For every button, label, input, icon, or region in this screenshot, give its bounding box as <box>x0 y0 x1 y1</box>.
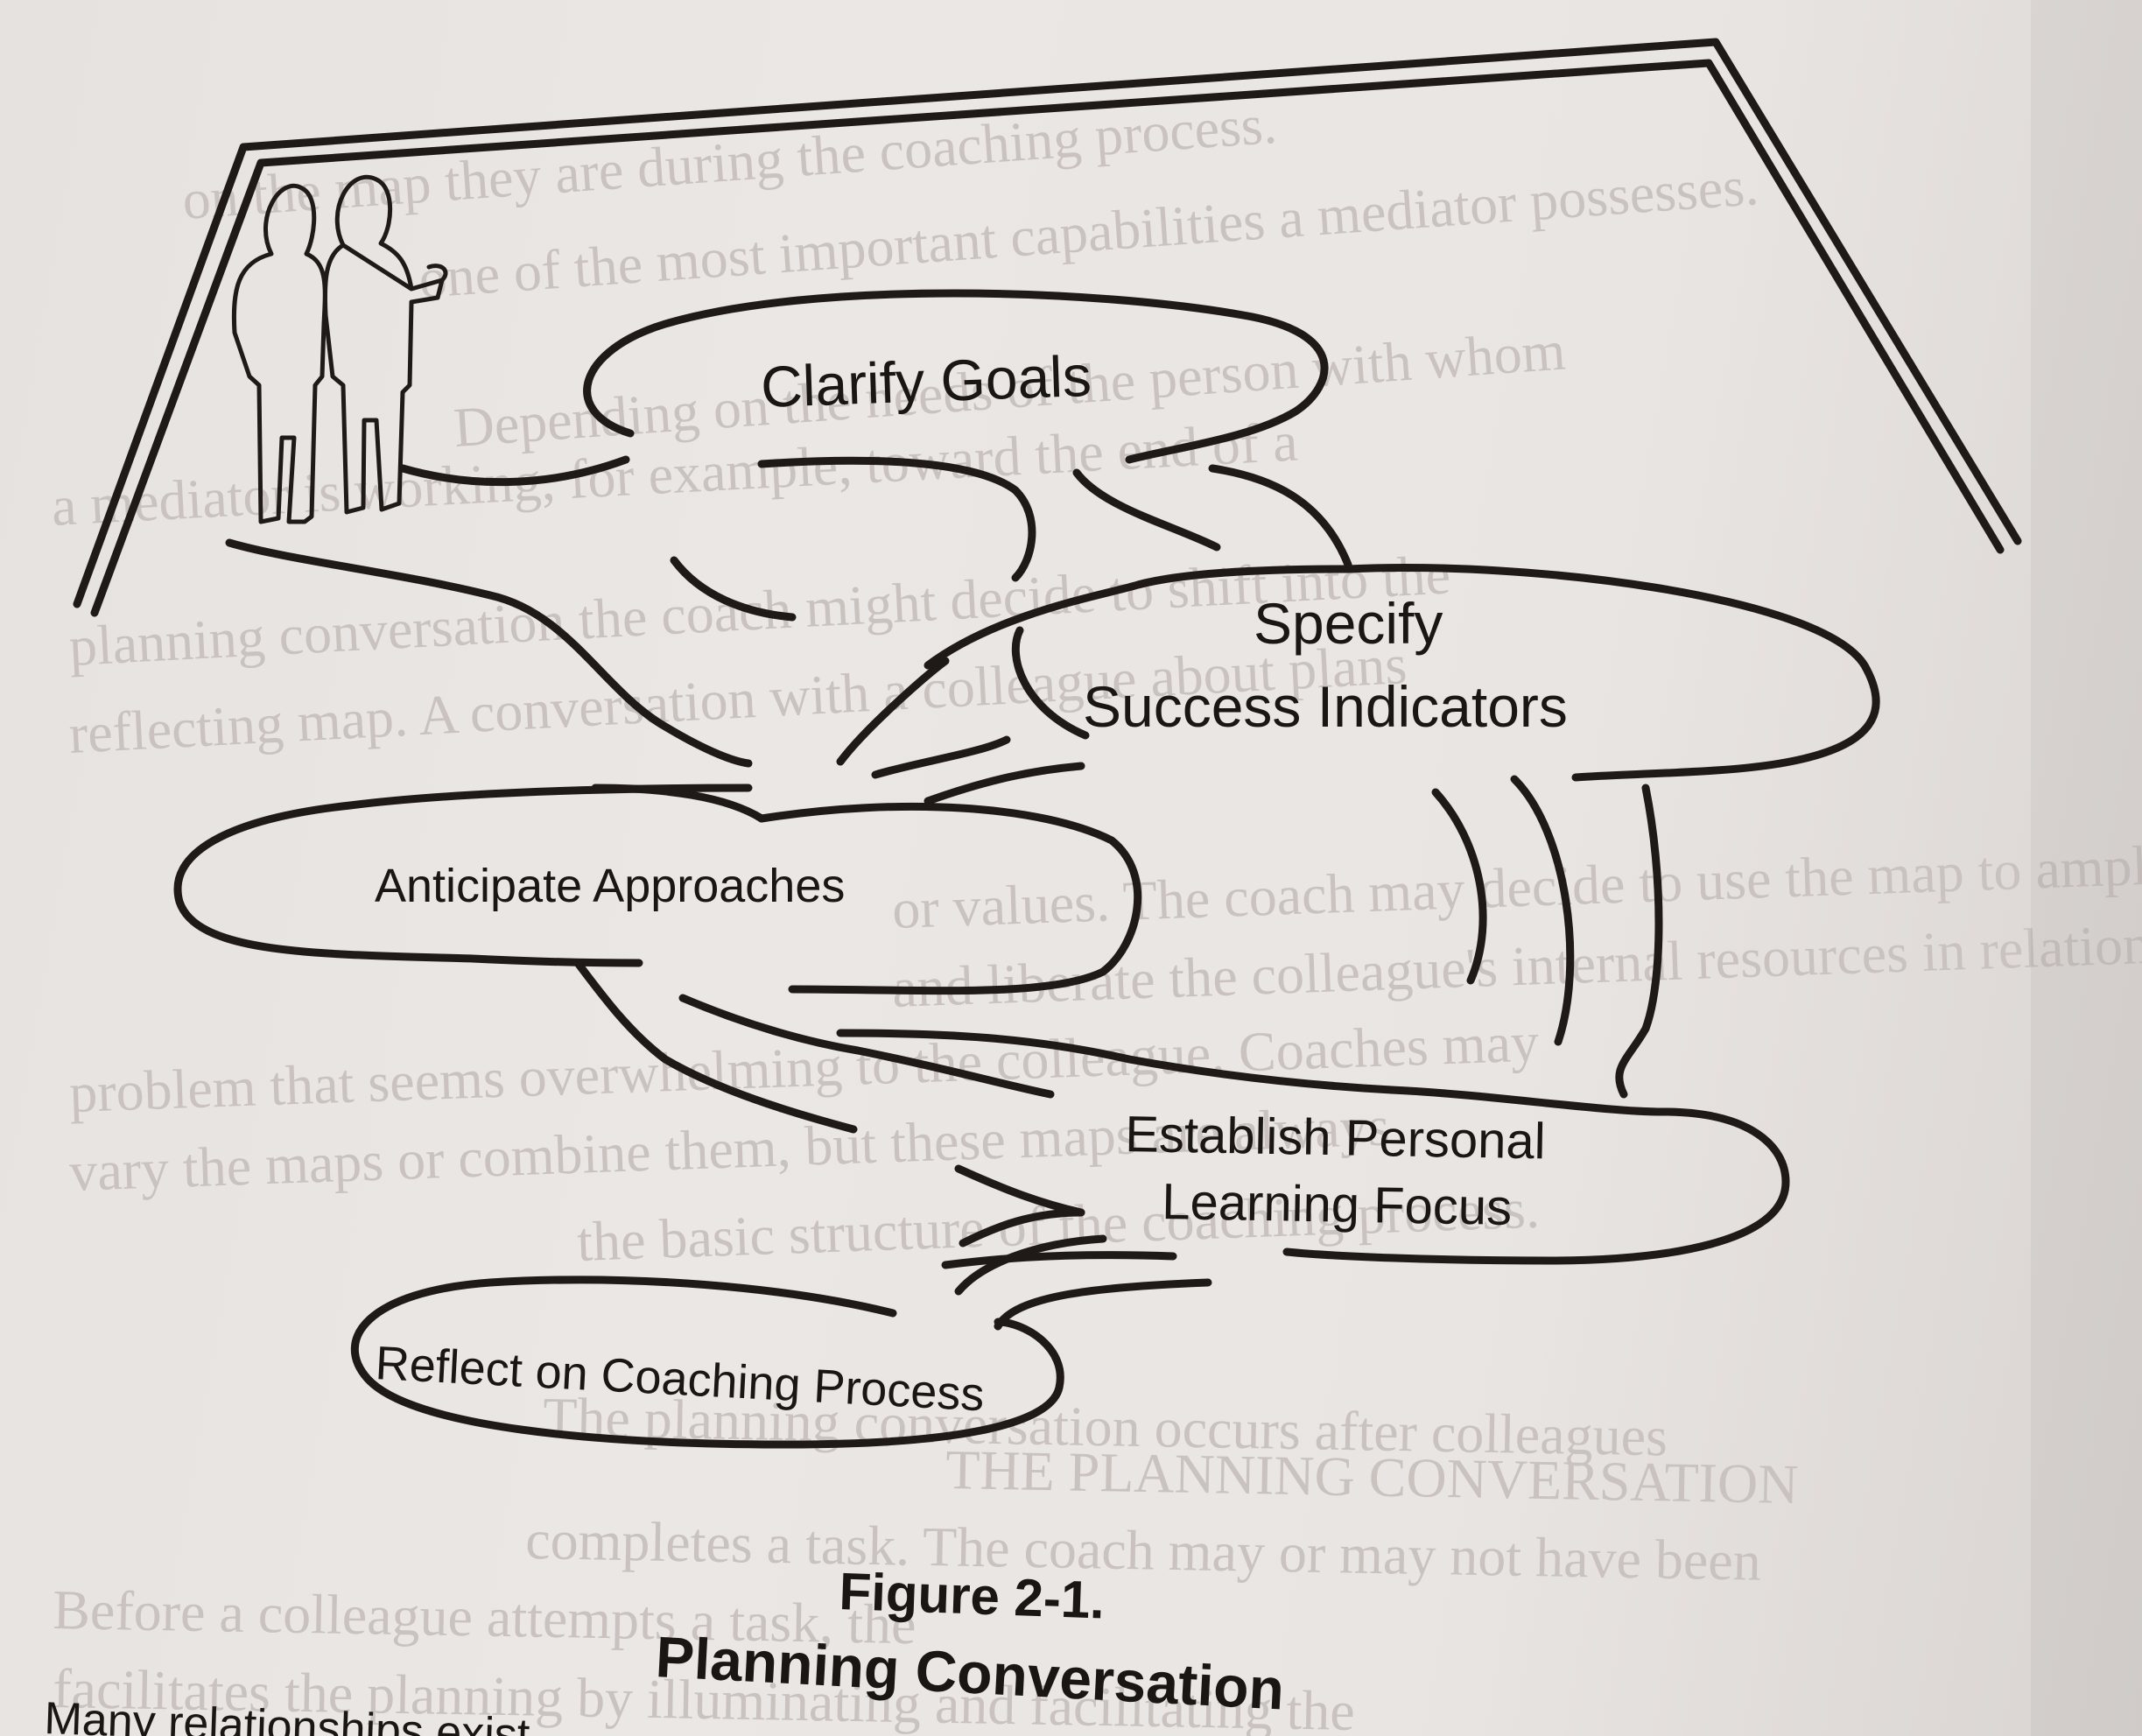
path-line <box>591 784 766 823</box>
bleed-through-text: on the map they are during the coaching … <box>50 93 2142 1736</box>
stage-labels: Clarify Goals Specify Success Indicators… <box>374 343 1568 1422</box>
path-line <box>757 456 1036 582</box>
path-line <box>1072 468 1221 552</box>
figure-number: Figure 2-1. <box>839 1562 1106 1630</box>
path-line <box>959 1208 1085 1248</box>
anticipate-approaches-island <box>173 784 753 967</box>
path-line <box>573 959 858 1134</box>
path-line <box>670 556 797 622</box>
page-shadow <box>2031 0 2142 1736</box>
two-people-illustration <box>231 175 448 524</box>
path-line <box>1510 775 1575 1046</box>
path-line <box>941 1251 1177 1269</box>
specify-label-line1: Specify <box>1254 591 1443 656</box>
anticipate-approaches-label: Anticipate Approaches <box>375 860 845 912</box>
path-line <box>757 802 1142 995</box>
bleed-line: completes a task. The coach may or may n… <box>525 1508 1762 1592</box>
path-line <box>1208 464 1352 569</box>
clarify-goals-label: Clarify Goals <box>760 343 1092 419</box>
establish-label-line2: Learning Focus <box>1162 1173 1513 1236</box>
bleed-line: THE PLANNING CONVERSATION <box>945 1438 1799 1515</box>
path-line <box>398 455 630 487</box>
path-line <box>994 1278 1212 1331</box>
path-line <box>836 657 950 766</box>
bleed-line: Before a colleague attempts a task, the <box>53 1578 916 1655</box>
specify-label-line2: Success Indicators <box>1083 674 1568 739</box>
path-line <box>678 994 1055 1099</box>
path-line <box>1615 784 1663 1099</box>
path-line <box>1431 788 1487 985</box>
path-line <box>1011 626 1090 740</box>
specify-success-indicators-island <box>924 564 1880 782</box>
path-line <box>836 1029 1396 1094</box>
path-line <box>225 538 753 768</box>
path-line <box>871 735 1011 779</box>
room-frame <box>73 38 2022 617</box>
path-line <box>924 762 1085 805</box>
establish-learning-focus-island <box>1282 1086 1790 1265</box>
clarify-goals-island <box>583 289 1329 464</box>
reflect-coaching-process-island <box>350 1276 1064 1449</box>
establish-label-line1: Establish Personal <box>1125 1106 1546 1170</box>
